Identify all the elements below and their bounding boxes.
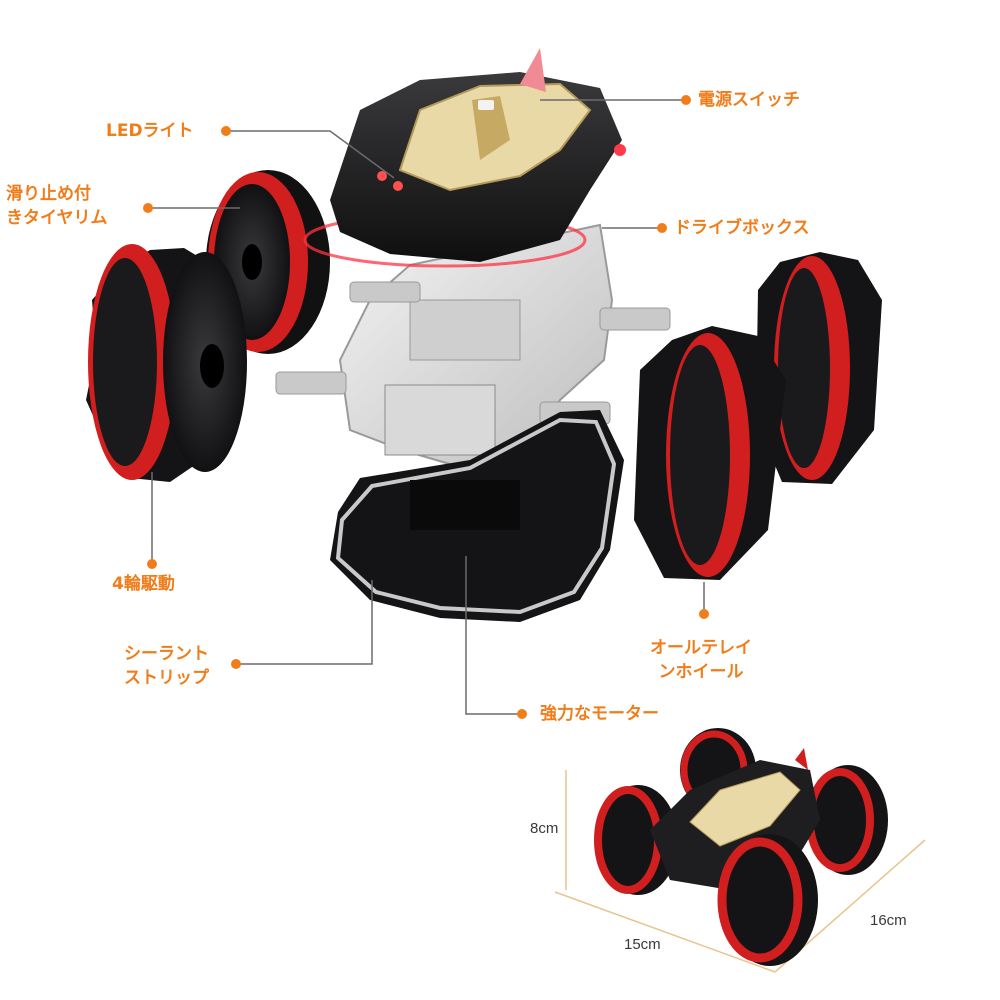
callout-dots <box>143 95 709 719</box>
dimension-height: 8cm <box>530 820 559 837</box>
callout-led-light: LEDライト <box>106 121 194 141</box>
callout-four-wheel-drive: 4輪駆動 <box>112 574 175 594</box>
power-switch-icon[interactable] <box>478 100 494 110</box>
rear-right-wheel <box>756 252 882 484</box>
callout-powerful-motor: 強力なモーター <box>540 704 659 724</box>
callout-drive-box: ドライブボックス <box>674 218 810 238</box>
callout-sealant-strip: シーラント ストリップ <box>124 644 209 688</box>
dimension-length: 15cm <box>624 936 661 953</box>
leader-lines <box>148 99 705 715</box>
callout-power-switch: 電源スイッチ <box>698 90 800 110</box>
car-top-shell <box>303 48 626 268</box>
front-right-wheel <box>634 326 786 580</box>
dimension-width: 16cm <box>870 912 907 929</box>
bottom-chassis <box>330 410 624 622</box>
callout-all-terrain-wheel: オールテレイ ンホイール <box>650 638 752 682</box>
drive-box <box>275 223 671 471</box>
callout-antislip-tire: 滑り止め付 きタイヤリム <box>6 184 108 228</box>
assembled-car-thumbnail <box>554 728 926 973</box>
front-left-wheel <box>86 244 247 482</box>
